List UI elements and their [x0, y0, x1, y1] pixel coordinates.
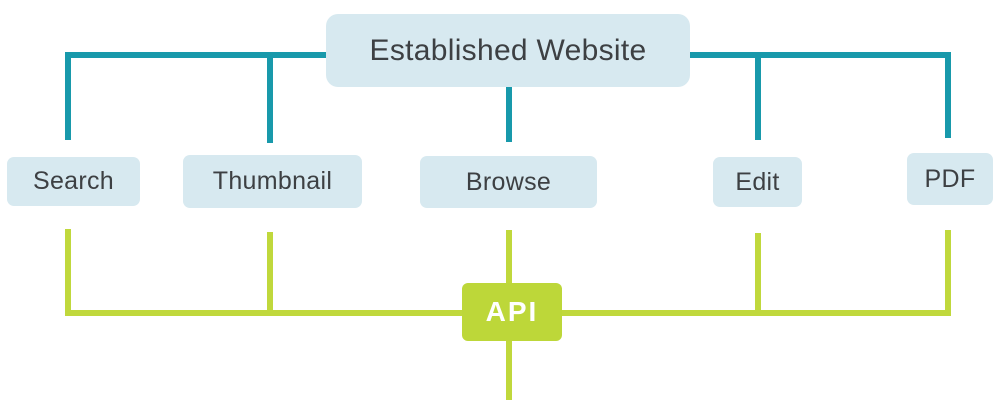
feature-node-edit-label: Edit [735, 167, 780, 196]
connector-api-down-vertical [506, 340, 512, 400]
connector-thumbnail-to-api-vertical [267, 232, 273, 316]
connector-pdf-to-api-vertical [945, 230, 951, 316]
feature-node-pdf-label: PDF [924, 164, 976, 193]
connector-root-right-horizontal [687, 52, 951, 58]
feature-node-thumbnail: Thumbnail [183, 155, 362, 208]
feature-node-browse-label: Browse [465, 167, 552, 196]
api-node: API [462, 283, 562, 341]
feature-node-pdf: PDF [907, 153, 993, 205]
connector-root-to-edit-vertical [755, 52, 761, 140]
connector-search-to-api-vertical [65, 229, 71, 316]
feature-node-browse: Browse [420, 156, 597, 208]
connector-root-to-browse-vertical [506, 85, 512, 142]
connector-root-to-search-vertical [65, 52, 71, 140]
connector-root-to-thumbnail-vertical [267, 52, 273, 143]
root-node-label: Established Website [369, 33, 647, 67]
root-node-established-website: Established Website [326, 14, 690, 87]
connector-root-to-pdf-vertical [945, 52, 951, 138]
feature-node-search: Search [7, 157, 140, 206]
feature-node-edit: Edit [713, 157, 802, 207]
connector-browse-to-api-vertical [506, 230, 512, 310]
feature-node-search-label: Search [32, 167, 114, 195]
connector-root-left-horizontal [65, 52, 328, 58]
feature-node-thumbnail-label: Thumbnail [212, 167, 333, 195]
api-node-label: API [485, 296, 539, 327]
connector-edit-to-api-vertical [755, 233, 761, 316]
